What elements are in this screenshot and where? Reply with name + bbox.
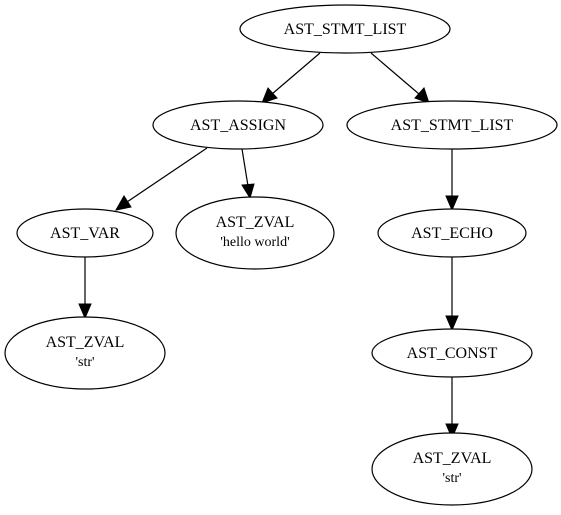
edge-echo-const: [445, 257, 459, 332]
node-label: AST_ASSIGN: [190, 117, 286, 134]
node-label: AST_ZVAL: [46, 334, 125, 351]
edge-root-stmt-list: [370, 52, 430, 104]
node-label: AST_STMT_LIST: [284, 21, 407, 38]
edge-assign-zval-hello: [241, 148, 255, 200]
node-zval-hello: AST_ZVAL 'hello world': [175, 196, 335, 270]
node-zval-str-right: AST_ZVAL 'str': [371, 432, 533, 506]
node-const: AST_CONST: [371, 328, 533, 378]
edge-var-zval-str-left: [78, 257, 92, 320]
node-value: 'hello world': [220, 235, 289, 250]
node-var: AST_VAR: [16, 208, 154, 258]
node-label: AST_ZVAL: [413, 450, 492, 467]
node-label: AST_CONST: [407, 345, 498, 362]
node-zval-str-left: AST_ZVAL 'str': [4, 316, 166, 390]
edge-stmt-list-echo: [445, 149, 459, 212]
node-assign: AST_ASSIGN: [152, 100, 324, 150]
node-label: AST_STMT_LIST: [391, 117, 514, 134]
node-label: AST_VAR: [50, 225, 120, 242]
node-value: 'str': [75, 355, 94, 370]
node-root-stmt-list: AST_STMT_LIST: [239, 4, 451, 54]
node-label: AST_ZVAL: [216, 214, 295, 231]
node-echo: AST_ECHO: [377, 208, 527, 258]
edge-root-assign: [261, 52, 321, 104]
node-label: AST_ECHO: [411, 225, 493, 242]
node-value: 'str': [442, 471, 461, 486]
node-stmt-list: AST_STMT_LIST: [346, 100, 558, 150]
edge-const-zval-str-right: [445, 377, 459, 440]
edge-assign-var: [115, 147, 208, 211]
